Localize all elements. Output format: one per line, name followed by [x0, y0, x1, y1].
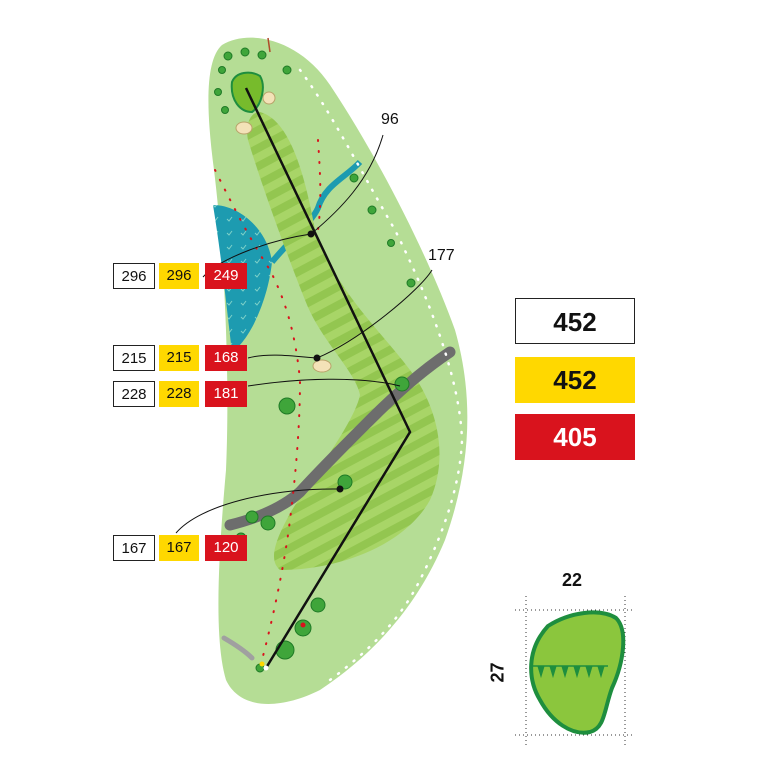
bunker: [262, 91, 276, 105]
total-white: 452: [515, 298, 635, 344]
white-tee-marker: [263, 665, 269, 671]
leader-lines: [175, 134, 433, 534]
flag: [267, 37, 271, 53]
bunker: [235, 121, 253, 135]
callout-upper: 96: [381, 111, 399, 128]
total-red: 405: [515, 414, 635, 460]
marker-dot: [336, 485, 344, 493]
red-distance-2: 168: [205, 345, 247, 371]
play-line: [244, 87, 412, 669]
total-yellow: 452: [515, 357, 635, 403]
green-width: 22: [562, 570, 583, 590]
cart-path-spur: [221, 635, 255, 661]
red-tee-marker: [300, 622, 306, 628]
white-distance-3: 228: [113, 381, 155, 407]
marker-dot: [313, 354, 321, 362]
white-distance-4: 167: [113, 535, 155, 561]
yellow-tee-marker: [259, 661, 265, 667]
yellow-distance-3: 228: [159, 381, 199, 407]
white-distance-2: 215: [113, 345, 155, 371]
marker-dot: [307, 230, 315, 238]
bunker: [312, 359, 332, 373]
fairway: [247, 112, 440, 570]
white-distance-1: 296: [113, 263, 155, 289]
yellow-distance-2: 215: [159, 345, 199, 371]
green-tier-ticks: [537, 665, 605, 679]
cart-path: [224, 346, 456, 531]
green-depth: 27: [487, 662, 508, 683]
red-distance-1: 249: [205, 263, 247, 289]
red-distance-3: 181: [205, 381, 247, 407]
red-distance-4: 120: [205, 535, 247, 561]
red-stake-line-top: [317, 139, 322, 231]
callout-middle: 177: [428, 247, 455, 264]
trees: [214, 47, 416, 673]
yellow-distance-4: 167: [159, 535, 199, 561]
green-inset: [515, 596, 632, 746]
yellow-distance-1: 296: [159, 263, 199, 289]
